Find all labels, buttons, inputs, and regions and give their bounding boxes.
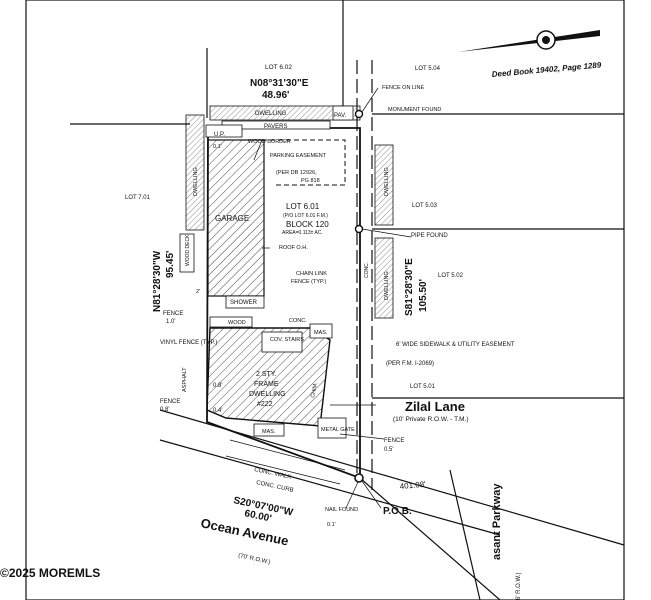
- shower-label: SHOWER: [230, 300, 258, 306]
- sheet-border: [25, 0, 625, 600]
- lot-602-label: LOT 6.02: [265, 64, 292, 71]
- garage-label: GARAGE: [215, 214, 249, 223]
- dwelling-west-label: DWELLING: [193, 167, 199, 196]
- mas-south-label: MAS.: [262, 429, 276, 435]
- nail-found-value: 0.1': [327, 522, 336, 528]
- chain-link-label: CHAIN LINK: [296, 271, 327, 277]
- offset-08-label: 0.8': [213, 383, 223, 389]
- house-label-4: #222: [257, 401, 273, 408]
- dwelling-east-1: [374, 144, 394, 226]
- fence-05-value: 0.5': [384, 447, 394, 453]
- fence-08-label: FENCE: [160, 399, 180, 405]
- monument-marker: [354, 109, 364, 119]
- parkway-label: asant Parkway: [491, 483, 503, 560]
- fence-10-value: 1.0': [166, 319, 176, 325]
- parking-easement-pg: PG 818: [301, 178, 320, 184]
- lot-504-label: LOT 5.04: [415, 66, 441, 72]
- parking-easement-label: PARKING EASEMENT: [270, 153, 327, 159]
- conc-strip-label: CONC.: [364, 262, 370, 278]
- fence-typ-label: FENCE (TYP.): [291, 279, 327, 285]
- conc-curb-label: CONC. CURB: [256, 480, 294, 494]
- mas-box-south: [253, 423, 285, 437]
- offset-2-label: 2': [196, 289, 200, 295]
- metal-gate-label: METAL GATE: [321, 427, 355, 433]
- east-bearing: S81°28'30"E: [404, 258, 415, 316]
- moremls-watermark: ©2025 MOREMLS: [0, 566, 100, 580]
- house-label-1: 2 STY.: [256, 371, 277, 378]
- conc-walk-label: CONC. WALK: [254, 467, 292, 481]
- dwelling-east-2: [374, 237, 394, 319]
- shower-box: [225, 295, 265, 309]
- deed-reference: Deed Book 19402, Page 1289: [491, 60, 602, 79]
- house-label-2: FRAME: [254, 381, 279, 388]
- parking-easement-outline: [262, 139, 346, 186]
- offset-01-label: 0.1': [213, 144, 222, 150]
- offset-04-label: 0.4': [213, 408, 223, 414]
- pipe-marker: [354, 224, 364, 234]
- fence-05-label: FENCE: [384, 438, 404, 444]
- lane-distance: 401.08': [399, 480, 426, 491]
- ocean-row-label: (70' R.O.W.): [238, 553, 271, 566]
- subject-area: AREA=0.113± AC.: [282, 230, 323, 236]
- zilal-lane-label: Zilal Lane: [405, 399, 465, 414]
- dwelling-label: DWELLING: [255, 111, 287, 117]
- pav-box: [332, 105, 354, 121]
- monument-found-label: MONUMENT FOUND: [388, 107, 441, 113]
- wood-walk-box: [209, 316, 253, 328]
- lot-501-label: LOT 5.01: [410, 384, 436, 390]
- metal-gate-box: [317, 417, 347, 439]
- up-label: U.P.: [214, 132, 225, 138]
- parking-easement-ref: (PER DB 12926,: [276, 170, 317, 176]
- fence-08-value: 0.8': [160, 407, 170, 413]
- pav-label: PAV.: [334, 113, 347, 119]
- north-arrow-icon: [458, 30, 600, 52]
- pob-label: P.O.B.: [383, 506, 412, 517]
- vinyl-fence-label: VINYL FENCE (TYP.): [160, 340, 217, 346]
- covered-stairs-box: [261, 331, 303, 353]
- parkway-row-label: 6' R.O.W.): [516, 573, 522, 600]
- dwelling-east-1-label: DWELLING: [384, 167, 390, 196]
- lot-701-label: LOT 7.01: [125, 195, 151, 201]
- fence-on-line-1: FENCE ON LINE: [382, 85, 425, 91]
- north-bearing: N08°31'30"E: [250, 78, 309, 89]
- fence-10-label: FENCE: [163, 311, 183, 317]
- subject-lot-note: (P/O LOT 6.01 F.M.): [283, 213, 328, 219]
- subject-lot: LOT 6.01: [286, 202, 320, 211]
- pob-marker: [354, 473, 364, 483]
- east-distance: 105.50': [418, 279, 429, 312]
- west-distance: 95.45': [165, 251, 176, 278]
- nail-found-label: NAIL FOUND: [325, 507, 358, 513]
- dwelling-east-2-label: DWELLING: [384, 271, 390, 300]
- sidewalk-ref: (PER F.M. I-2069): [386, 361, 434, 367]
- zilal-row-label: (10' Private R.O.W. - T.M.): [393, 416, 469, 423]
- north-distance: 48.96': [262, 90, 289, 101]
- wood-border-label: WOOD BORDER: [248, 139, 291, 145]
- lot-502-label: LOT 5.02: [438, 273, 464, 279]
- cov-stairs-label: COV. STAIRS: [270, 337, 304, 343]
- house-label-3: DWELLING: [249, 391, 286, 398]
- chim-label: CHIM.: [310, 381, 319, 398]
- west-bearing: N81°28'30"W: [152, 250, 163, 312]
- sidewalk-label: 6' WIDE SIDEWALK & UTILITY EASEMENT: [396, 342, 515, 348]
- pavers-label: PAVERS: [264, 124, 287, 130]
- wood-label: WOOD: [228, 320, 246, 326]
- asphalt-label: ASPHALT: [182, 367, 188, 392]
- pipe-found-label: PIPE FOUND: [411, 233, 448, 239]
- wood-border-box: [205, 124, 243, 138]
- wood-deck-label: WOOD DECK: [185, 234, 191, 266]
- conc-label: CONC.: [289, 318, 307, 324]
- roof-oh-label: ROOF O.H.: [279, 245, 308, 251]
- ocean-avenue-label: Ocean Avenue: [199, 515, 290, 548]
- mas-label: MAS.: [314, 330, 328, 336]
- dwelling-west: [185, 114, 205, 231]
- wood-deck-box: [179, 233, 195, 273]
- mas-box: [309, 323, 333, 339]
- subject-block: BLOCK 120: [286, 220, 329, 229]
- lot-503-label: LOT 5.03: [412, 203, 438, 209]
